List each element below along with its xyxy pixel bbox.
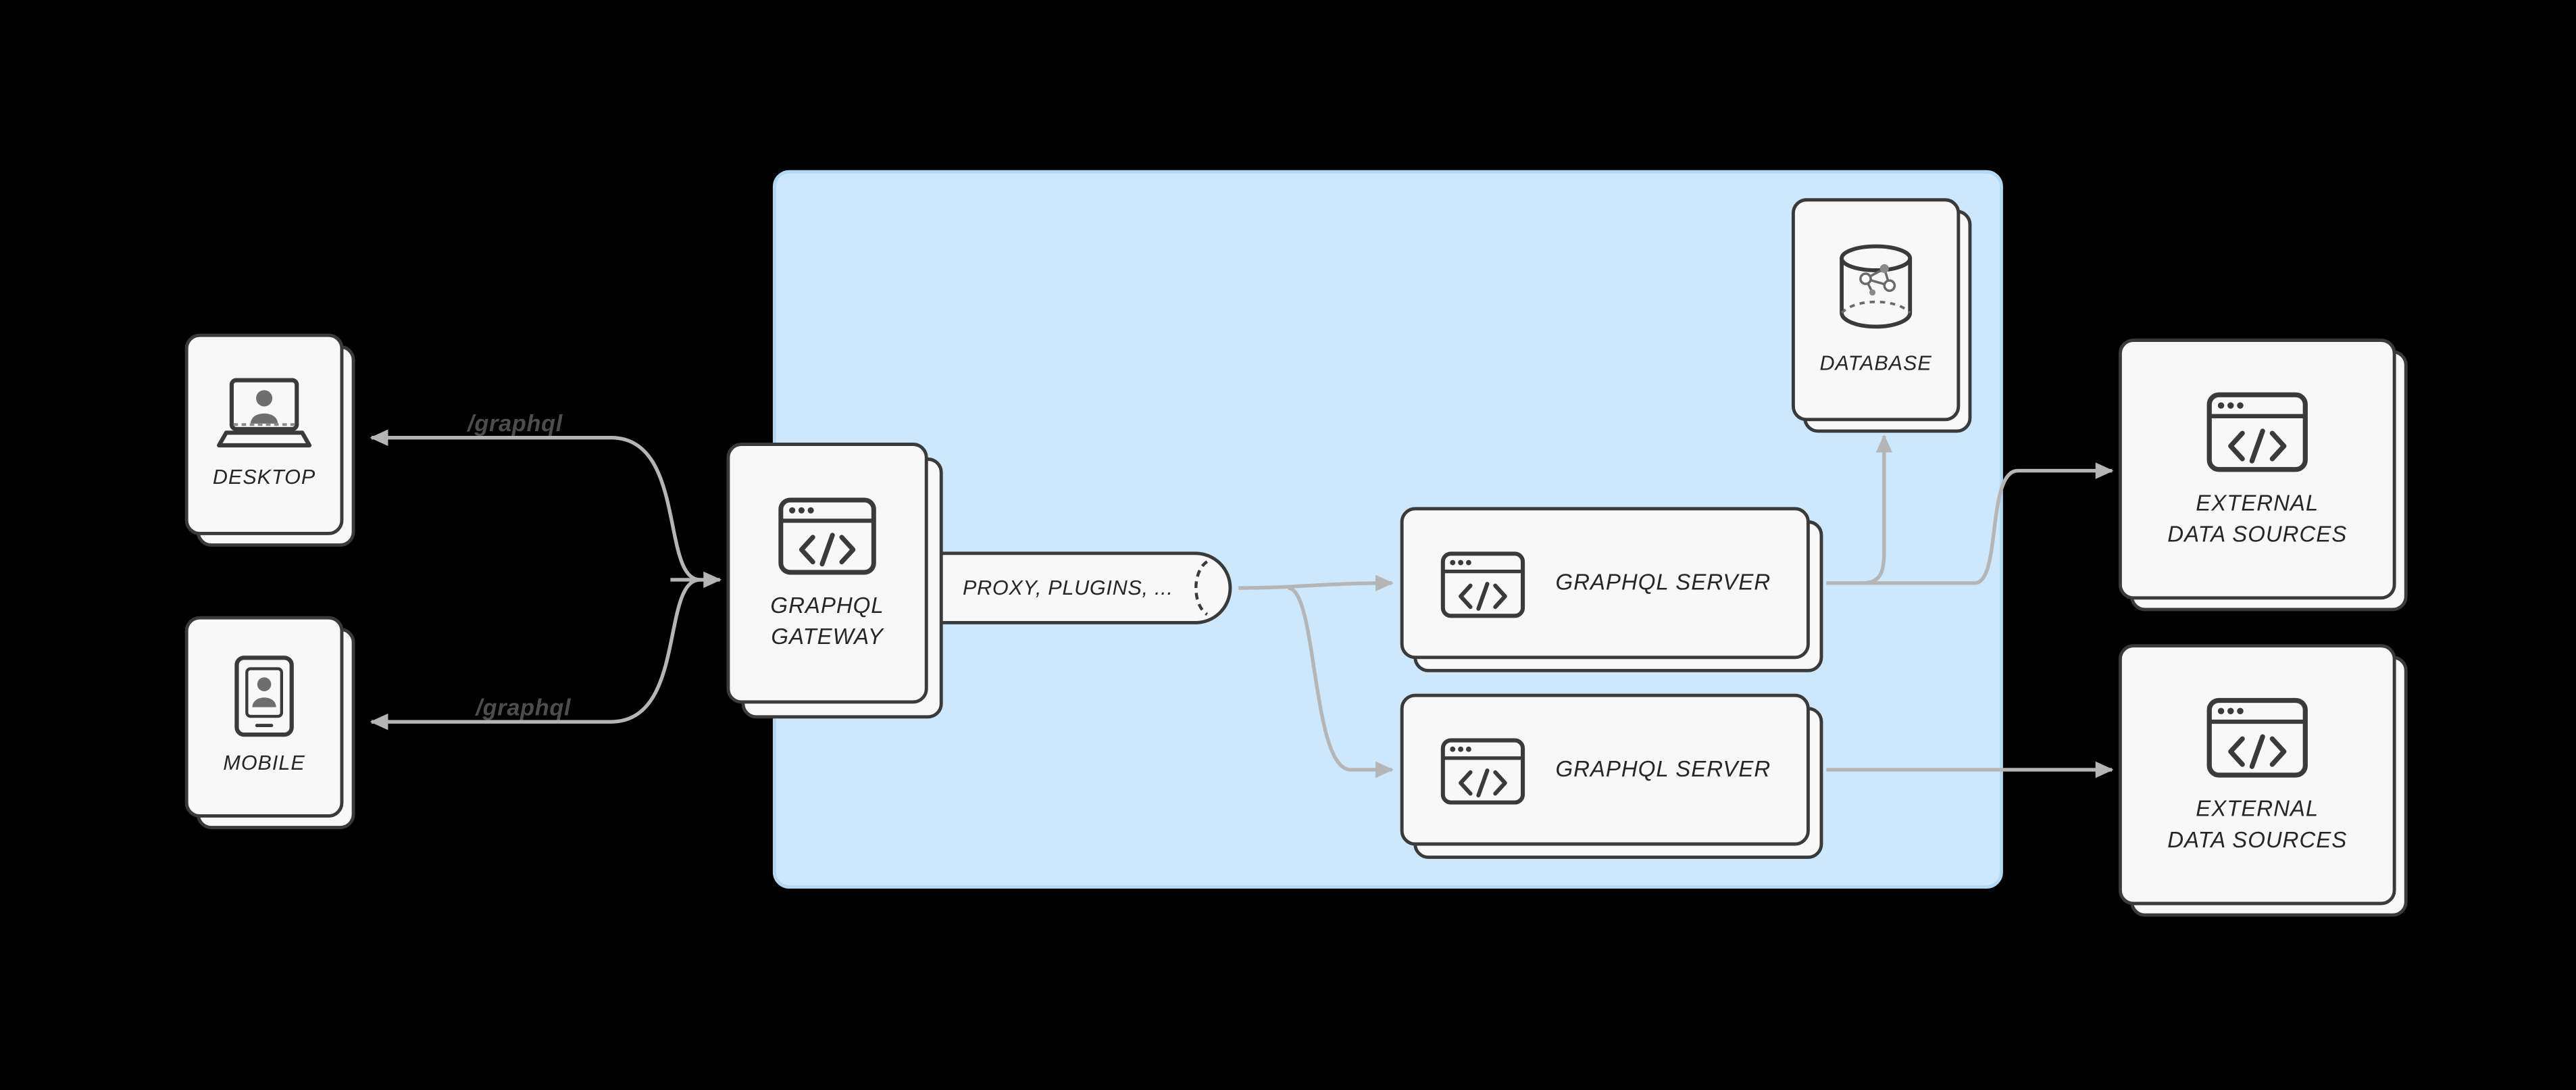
graphql-server-node-1: GRAPHQL SERVER: [1400, 507, 1810, 660]
proxy-pill: PROXY, PLUGINS, ...: [934, 551, 1232, 624]
graphql-server-label: GRAPHQL SERVER: [1555, 569, 1771, 594]
database-label: DATABASE: [1819, 352, 1932, 376]
gateway-label-line2: GATEWAY: [771, 623, 884, 649]
edge-gateway-to-desktop: [370, 429, 701, 582]
external-sources-label-line1: EXTERNAL: [2196, 795, 2319, 820]
external-sources-label: EXTERNAL DATA SOURCES: [2167, 489, 2347, 551]
desktop-node: DESKTOP: [184, 333, 344, 535]
external-sources-label-line1: EXTERNAL: [2196, 489, 2319, 515]
proxy-pill-cap-dashes: [1194, 560, 1209, 616]
graphql-server-label: GRAPHQL SERVER: [1555, 755, 1771, 781]
edge-proxy-to-server-1: [1238, 574, 1394, 592]
code-window-icon: [2206, 391, 2308, 472]
mobile-node: MOBILE: [184, 616, 344, 818]
code-window-icon: [778, 497, 876, 574]
database-node: DATABASE: [1791, 198, 1961, 422]
gateway-node: GRAPHQL GATEWAY: [726, 443, 928, 704]
code-window-icon: [2206, 697, 2308, 777]
gateway-label-line1: GRAPHQL: [770, 592, 884, 618]
edge-gateway-to-mobile: [370, 578, 701, 730]
database-icon: [1840, 245, 1913, 329]
mobile-user-icon: [234, 655, 294, 737]
code-window-icon: [1440, 737, 1525, 804]
external-sources-label-line2: DATA SOURCES: [2167, 826, 2348, 852]
gateway-label: GRAPHQL GATEWAY: [770, 591, 884, 653]
desktop-label: DESKTOP: [212, 465, 316, 489]
external-sources-label: EXTERNAL DATA SOURCES: [2167, 794, 2347, 856]
code-window-icon: [1440, 551, 1525, 618]
proxy-pill-label: PROXY, PLUGINS, ...: [962, 576, 1173, 600]
edge-label-graphql-desktop: /graphql: [468, 410, 563, 437]
laptop-user-icon: [217, 377, 312, 447]
external-sources-node-1: EXTERNAL DATA SOURCES: [2118, 339, 2396, 600]
graphql-server-node-2: GRAPHQL SERVER: [1400, 693, 1810, 846]
edge-server1-to-external-1: [1826, 462, 2114, 585]
external-sources-label-line2: DATA SOURCES: [2167, 521, 2348, 546]
edge-proxy-to-server-2: [1287, 586, 1394, 778]
edge-server1-to-database: [1862, 434, 1893, 585]
external-sources-node-2: EXTERNAL DATA SOURCES: [2118, 644, 2396, 906]
edge-label-graphql-mobile: /graphql: [476, 693, 572, 720]
mobile-label: MOBILE: [223, 751, 305, 775]
